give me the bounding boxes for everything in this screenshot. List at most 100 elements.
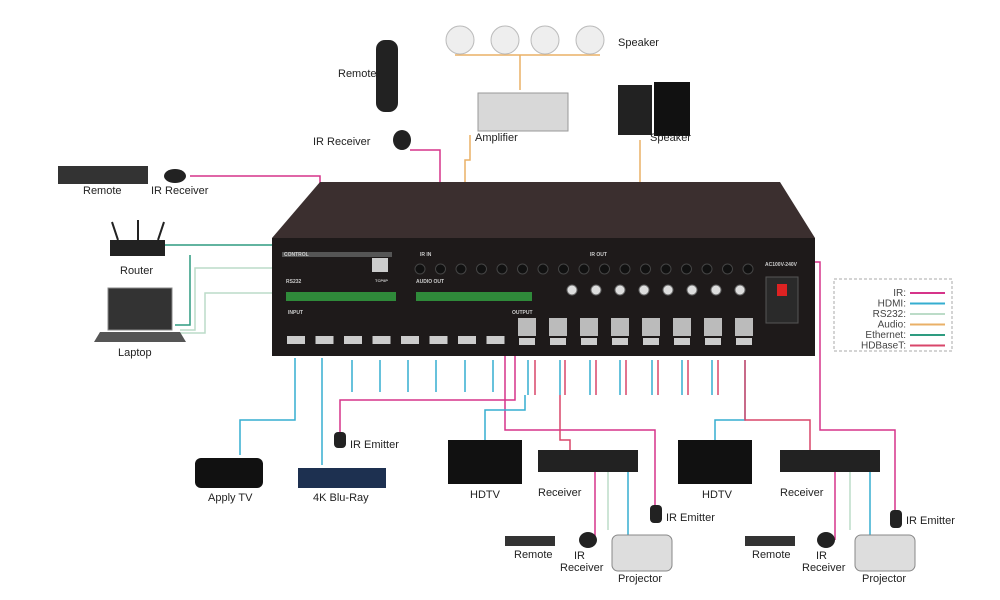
- ir-port: [599, 263, 610, 275]
- rj45-output-port: [735, 318, 753, 336]
- ir-port: [517, 263, 528, 275]
- hdtv-1: [448, 440, 522, 484]
- hdmi-input-port: [344, 336, 362, 344]
- ir-port: [722, 263, 733, 275]
- legend-label: RS232:: [873, 309, 906, 320]
- label-ir-receiver-2-line2: Receiver: [802, 562, 846, 574]
- amplifier-device: [477, 92, 569, 132]
- hdmi-line-outputs: [527, 360, 713, 395]
- connection-lines: [160, 42, 896, 540]
- label-ir-receiver-1: IR: [574, 550, 585, 562]
- receiver-2: [780, 450, 880, 472]
- label-apple-tv: Apply TV: [208, 492, 253, 504]
- rj45-output-port: [611, 318, 629, 336]
- label-remote-left: Remote: [83, 185, 122, 197]
- label-ir-receiver-top: IR Receiver: [313, 136, 371, 148]
- ir-ports: [414, 263, 754, 275]
- ir-port: [701, 263, 713, 275]
- panel-label-rating: AC100V-240V: [765, 262, 798, 268]
- legend-label: IR:: [893, 288, 906, 299]
- label-ir-emitter-2: IR Emitter: [906, 515, 955, 527]
- panel-label-input: INPUT: [288, 310, 303, 316]
- rj45-output-port: [673, 318, 691, 336]
- ir-port: [660, 263, 672, 275]
- label-receiver-1: Receiver: [538, 487, 582, 499]
- panel-label-tcpip: TCP/IP: [375, 278, 388, 283]
- audio-rca-port: [686, 284, 698, 296]
- label-ir-receiver-2: IR: [816, 550, 827, 562]
- rj45-output-port: [549, 318, 567, 336]
- ir-emitter-bluray: [334, 432, 346, 448]
- hdmi-input-port: [429, 336, 448, 344]
- label-speaker-ceiling: Speaker: [618, 37, 659, 49]
- label-receiver-2: Receiver: [780, 487, 824, 499]
- hdmi-line-hdtv-1: [484, 395, 526, 440]
- panel-label-rs232: RS232: [286, 279, 302, 285]
- hdmi-output-port: [705, 338, 721, 345]
- audio-terminal-block: [416, 292, 532, 301]
- apple-tv-device: [195, 458, 263, 488]
- hdtv-2: [678, 440, 752, 484]
- hdbaset-line-receiver-1: [559, 395, 571, 455]
- label-amplifier: Amplifier: [475, 132, 518, 144]
- panel-label-ir-out: IR OUT: [590, 252, 607, 258]
- receiver-1: [538, 450, 638, 472]
- hdmi-output-port: [519, 338, 535, 345]
- audio-rca-port: [734, 284, 746, 296]
- remote-2: [745, 536, 795, 546]
- hdmi-line-inputs: [351, 360, 494, 392]
- audio-rca-port: [638, 284, 650, 296]
- ir-port: [496, 263, 508, 275]
- hdmi-input-port: [315, 336, 334, 344]
- ir-port: [537, 263, 549, 275]
- legend-label: HDMI:: [878, 299, 906, 310]
- ir-port: [681, 263, 692, 275]
- audio-rca-port: [614, 284, 626, 296]
- label-remote-1: Remote: [514, 549, 553, 561]
- ir-receiver-1: [579, 532, 597, 548]
- hdmi-output-port: [581, 338, 597, 345]
- label-ir-emitter-1: IR Emitter: [666, 512, 715, 524]
- label-ir-receiver-left: IR Receiver: [151, 185, 209, 197]
- rj45-output-port: [704, 318, 722, 336]
- projector-1: [611, 534, 673, 572]
- power-switch[interactable]: [777, 284, 787, 296]
- label-projector-1: Projector: [618, 573, 662, 585]
- hdmi-input-ports: [287, 336, 505, 344]
- ir-emitter-1: [650, 505, 662, 523]
- bookshelf-speakers: [618, 82, 690, 136]
- rj45-output-port: [642, 318, 660, 336]
- legend-label: Audio:: [878, 320, 906, 331]
- ethernet-line-laptop: [175, 255, 191, 326]
- audio-rca-port: [590, 284, 602, 296]
- ir-port: [742, 263, 754, 275]
- ir-receiver-2: [817, 532, 835, 548]
- panel-label-ir-in: IR IN: [420, 252, 432, 258]
- hdmi-output-port: [643, 338, 659, 345]
- label-ir-receiver-1-line2: Receiver: [560, 562, 604, 574]
- remote-1: [505, 536, 555, 546]
- audio-rca-port: [662, 284, 674, 296]
- router-device: [110, 220, 165, 256]
- hdmi-input-port: [458, 336, 476, 344]
- rj45-output-port: [580, 318, 598, 336]
- legend: IR:HDMI:RS232:Audio:Ethernet:HDBaseT:: [833, 278, 953, 352]
- hdmi-output-port: [612, 338, 628, 345]
- ir-port: [640, 263, 651, 275]
- device-top: [272, 182, 815, 238]
- label-laptop: Laptop: [118, 347, 152, 359]
- hdbaset-line-receiver-2: [744, 360, 811, 455]
- ir-port: [619, 263, 631, 275]
- ir-receiver-left: [164, 169, 186, 183]
- label-speaker-bookshelf: Speaker: [650, 132, 691, 144]
- label-remote-top: Remote: [338, 68, 377, 80]
- power-inlet: [765, 276, 799, 324]
- rj45-output-port: [518, 318, 536, 336]
- hdmi-input-port: [287, 336, 305, 344]
- legend-label: Ethernet:: [865, 330, 906, 341]
- ir-port: [578, 263, 590, 275]
- label-router: Router: [120, 265, 153, 277]
- bluray-player: [298, 468, 386, 488]
- audio-rca-port: [710, 284, 722, 296]
